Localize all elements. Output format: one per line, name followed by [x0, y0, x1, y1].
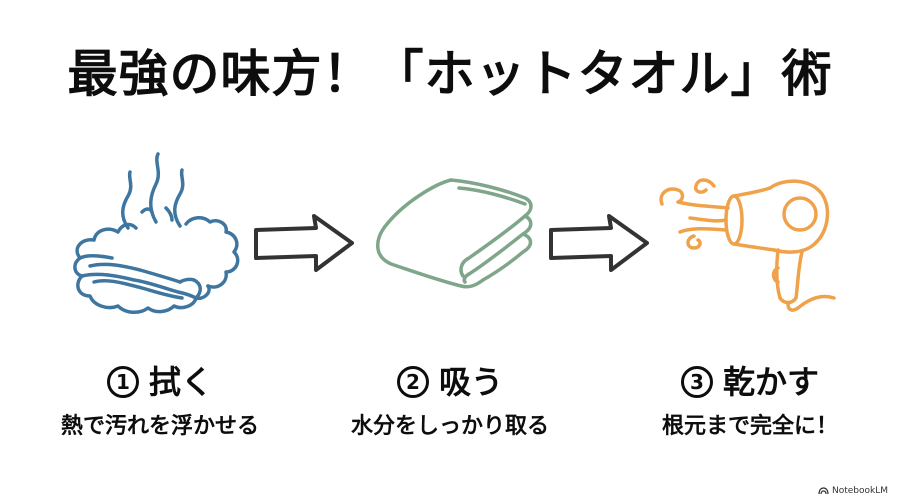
step-number-badge: 3 [680, 366, 713, 398]
step-description: 根元まで完全に！ [661, 414, 838, 439]
step-number-badge: 2 [396, 366, 429, 398]
page-title: 最強の味方！「ホットタオル」術 [67, 45, 833, 103]
step-heading: 2 吸う [300, 362, 600, 402]
step-2: 2 吸う 水分をしっかり取る [300, 362, 600, 442]
watermark-label: NotebookLM [831, 486, 888, 496]
step-description: 熱で汚れを浮かせる [60, 414, 259, 439]
notebooklm-watermark: NotebookLM [818, 486, 888, 496]
step-3: 3 乾かす 根元まで完全に！ [600, 362, 900, 442]
notebooklm-logo-icon [818, 487, 829, 495]
step-label: 乾かす [722, 363, 819, 401]
step-heading: 3 乾かす [600, 362, 900, 402]
step-label: 吸う [438, 363, 503, 401]
step-description: 水分をしっかり取る [350, 414, 549, 439]
right-arrow-icon [252, 212, 357, 274]
step-heading: 1 拭く [10, 362, 310, 402]
folded-towel-icon [365, 172, 545, 297]
hair-dryer-icon [650, 158, 840, 318]
step-number-badge: 1 [106, 366, 139, 398]
right-arrow-icon [547, 212, 652, 274]
step-label: 拭く [148, 363, 213, 401]
step-1: 1 拭く 熱で汚れを浮かせる [10, 362, 310, 442]
steaming-towel-icon [68, 150, 253, 320]
